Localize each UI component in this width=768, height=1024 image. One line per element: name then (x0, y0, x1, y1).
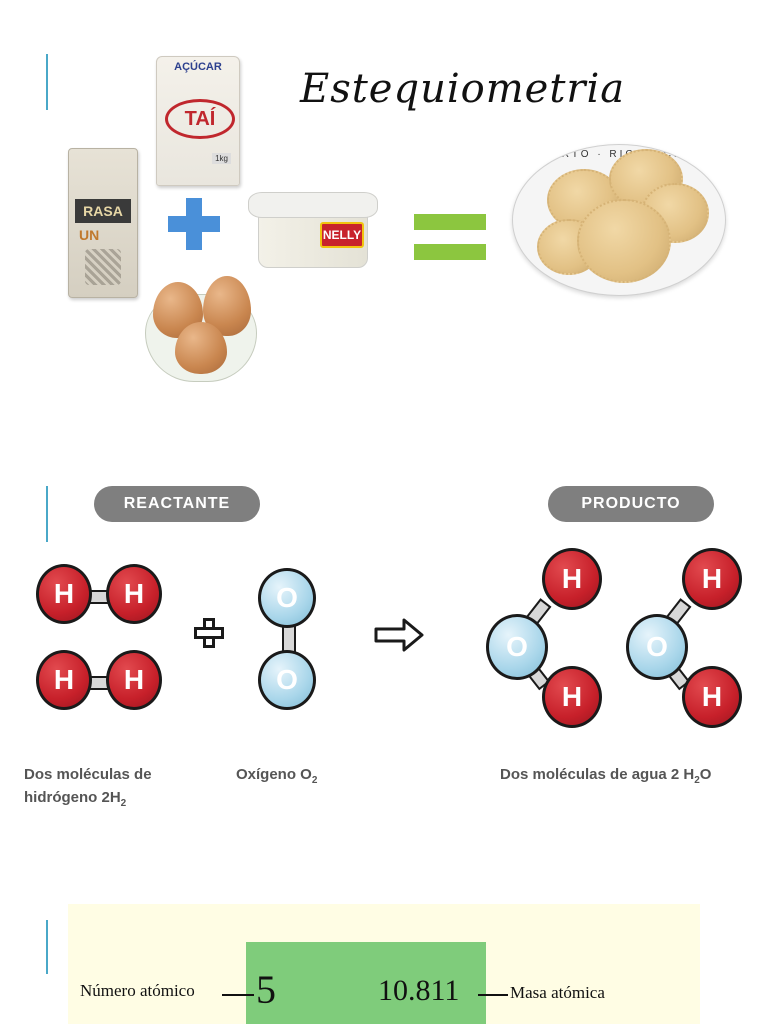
oxygen-atom: O (486, 614, 548, 680)
caption-hydrogen-text: hidrógeno 2H (24, 789, 121, 806)
egg-icon (175, 322, 227, 374)
butter-brand-label: NELLY (320, 222, 364, 248)
accent-bar (46, 920, 48, 974)
plate-rim-text: ALBERTO · RICH · CRACK (524, 149, 714, 160)
caption-oxygen-text: Oxígeno O (236, 766, 312, 783)
sugar-bag-image: AÇÚCAR TAÍ 1kg (156, 56, 240, 186)
caption-water-end: O (699, 766, 712, 783)
reactant-label: REACTANTE (94, 486, 260, 522)
cookie-plate-image: ALBERTO · RICH · CRACK (512, 144, 726, 296)
flour-bag-label: RASA (75, 199, 131, 223)
cookie-icon (577, 199, 671, 283)
leader-line (478, 994, 508, 996)
flour-bag-sub: UN (79, 227, 100, 243)
hydrogen-atom: H (36, 564, 92, 624)
hydrogen-atom: H (542, 666, 602, 728)
oxygen-atom: O (626, 614, 688, 680)
hydrogen-atom: H (682, 666, 742, 728)
leader-line (222, 994, 254, 996)
caption-hydrogen: Dos moléculas de hidrógeno 2H2 (24, 763, 152, 815)
caption-water: Dos moléculas de agua 2 H2O (500, 763, 711, 792)
element-box (246, 942, 486, 1024)
sugar-bag-top-label: AÇÚCAR (174, 61, 222, 73)
sugar-bag-weight: 1kg (212, 153, 231, 164)
caption-water-text: Dos moléculas de agua 2 H (500, 766, 695, 783)
slide-title: Estequiometria (300, 66, 626, 112)
caption-oxygen-sub: 2 (311, 775, 318, 786)
caption-hydrogen-line1: Dos moléculas de (24, 766, 152, 783)
hydrogen-atom: H (542, 548, 602, 610)
flour-bag-image: RASA UN (68, 148, 138, 298)
atomic-number: 5 (256, 967, 276, 1012)
slide-reaction-diagram: REACTANTE PRODUCTO H H H H O O H O H H O… (0, 472, 768, 834)
slide-stoichiometry-recipe: Estequiometria AÇÚCAR TAÍ 1kg RASA UN NE… (0, 0, 768, 420)
butter-tub-image: NELLY (248, 192, 378, 268)
caption-hydrogen-sub: 2 (120, 798, 127, 809)
atomic-number-label: Número atómico (80, 981, 195, 1000)
egg-bowl-image (145, 276, 257, 382)
oxygen-atom: O (258, 650, 316, 710)
product-label: PRODUCTO (548, 486, 714, 522)
hydrogen-atom: H (36, 650, 92, 710)
caption-oxygen: Oxígeno O2 (236, 763, 317, 792)
oxygen-atom: O (258, 568, 316, 628)
hydrogen-atom: H (106, 650, 162, 710)
butter-tub-lid (248, 192, 378, 218)
windmill-icon (85, 249, 121, 285)
atomic-mass-label: Masa atómica (510, 983, 605, 1002)
atomic-mass: 10.811 (378, 974, 460, 1007)
plus-icon (168, 198, 220, 250)
equals-icon (414, 214, 486, 260)
arrow-right-icon (374, 618, 424, 652)
plus-icon (194, 618, 224, 648)
accent-bar (46, 54, 48, 110)
slide-element-card: Número atómico 5 10.811 Masa atómica (0, 880, 768, 1024)
hydrogen-atom: H (106, 564, 162, 624)
hydrogen-atom: H (682, 548, 742, 610)
sugar-bag-brand: TAÍ (165, 99, 235, 139)
accent-bar (46, 486, 48, 542)
caption-water-sub: 2 (694, 775, 700, 786)
caption-hydrogen-line2: hidrógeno 2H2 (24, 786, 152, 815)
